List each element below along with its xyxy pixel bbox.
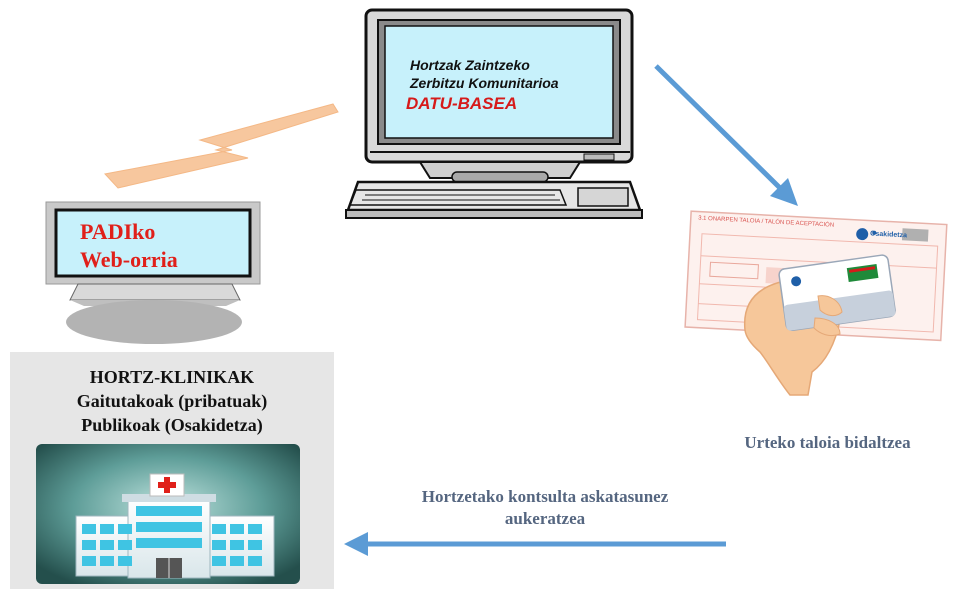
hospital-icon <box>36 444 300 584</box>
database-label-line3: DATU-BASEA <box>406 94 518 113</box>
choose-caption-line1: Hortzetako kontsulta askatasunez <box>421 487 669 506</box>
database-label-line1: Hortzak Zaintzeko <box>410 57 530 73</box>
database-computer-icon <box>345 8 643 219</box>
voucher-card-illustration <box>684 210 948 396</box>
arrow-to-clinics <box>344 532 726 556</box>
choose-caption-line2: aukeratzea <box>504 509 586 528</box>
padi-monitor-icon <box>45 201 261 344</box>
clinics-title-line1: HORTZ-KLINIKAK <box>89 367 255 387</box>
voucher-caption: Urteko taloia bidaltzea <box>744 433 911 452</box>
arrow-to-voucher <box>654 64 798 206</box>
lightning-bolt <box>104 103 339 189</box>
clinics-title-line3: Publikoak (Osakidetza) <box>81 415 263 435</box>
database-label-line2: Zerbitzu Komunitarioa <box>410 75 559 91</box>
padi-label-line2: Web-orria <box>80 247 178 272</box>
clinics-title-line2: Gaitutakoak (pribatuak) <box>76 391 268 411</box>
padi-label-line1: PADIko <box>80 219 156 244</box>
